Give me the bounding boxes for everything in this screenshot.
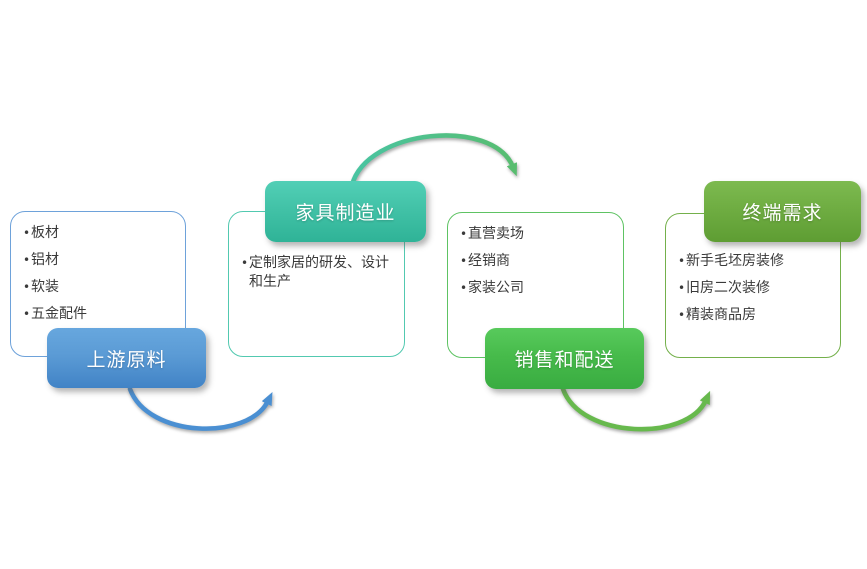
list-item: • 家装公司 (460, 279, 617, 298)
list-item: • 旧房二次装修 (678, 279, 834, 298)
stage-item-list: • 新手毛坯房装修 • 旧房二次装修 • 精装商品房 (666, 214, 840, 325)
list-item-text: 直营卖场 (468, 226, 524, 242)
bullet-marker: • (23, 280, 31, 294)
list-item-text: 软装 (31, 279, 59, 295)
stage-label-text: 销售和配送 (514, 349, 615, 371)
stage-item-list: • 定制家居的研发、设计和生产 (229, 212, 404, 292)
list-item: • 软装 (23, 278, 179, 297)
list-item-text: 家装公司 (468, 280, 524, 296)
stage-label-end-demand: 终端需求 (704, 181, 861, 242)
list-item-text: 板材 (31, 225, 59, 241)
stage-label-sales-distribution: 销售和配送 (485, 328, 644, 389)
list-item: • 定制家居的研发、设计和生产 (241, 254, 398, 292)
list-item: • 精装商品房 (678, 306, 834, 325)
bullet-marker: • (23, 226, 31, 240)
stage-label-text: 终端需求 (742, 202, 823, 224)
list-item-text: 经销商 (468, 253, 510, 269)
list-item: • 新手毛坯房装修 (678, 252, 834, 271)
list-item-text: 新手毛坯房装修 (686, 253, 784, 269)
stage-label-text: 家具制造业 (295, 202, 396, 224)
list-item: • 板材 (23, 224, 179, 243)
list-item: • 五金配件 (23, 305, 179, 324)
bullet-marker: • (241, 256, 249, 270)
stage-label-furniture-manufacturing: 家具制造业 (265, 181, 426, 242)
arrow-manufacturing-to-sales (349, 133, 517, 188)
bullet-marker: • (678, 254, 686, 268)
list-item-text: 精装商品房 (686, 307, 756, 323)
stage-label-text: 上游原料 (86, 348, 167, 371)
bullet-marker: • (678, 308, 686, 322)
list-item-text: 旧房二次装修 (686, 280, 770, 296)
list-item: • 经销商 (460, 252, 617, 271)
list-item-text: 铝材 (31, 252, 59, 268)
list-item-text: 定制家居的研发、设计和生产 (249, 255, 389, 290)
bullet-marker: • (460, 227, 468, 241)
stage-item-list: • 直营卖场 • 经销商 • 家装公司 (448, 213, 623, 298)
arrow-sales-to-demand (560, 386, 711, 432)
list-item-text: 五金配件 (31, 306, 87, 322)
bullet-marker: • (460, 281, 468, 295)
bullet-marker: • (678, 281, 686, 295)
list-item: • 直营卖场 (460, 225, 617, 244)
list-item: • 铝材 (23, 251, 179, 270)
arrow-upstream-to-manufacturing (127, 386, 273, 431)
stage-item-list: • 板材 • 铝材 • 软装 • 五金配件 (11, 212, 185, 324)
bullet-marker: • (23, 253, 31, 267)
bullet-marker: • (23, 307, 31, 321)
stage-label-upstream-materials: 上游原料 (47, 328, 206, 388)
bullet-marker: • (460, 254, 468, 268)
